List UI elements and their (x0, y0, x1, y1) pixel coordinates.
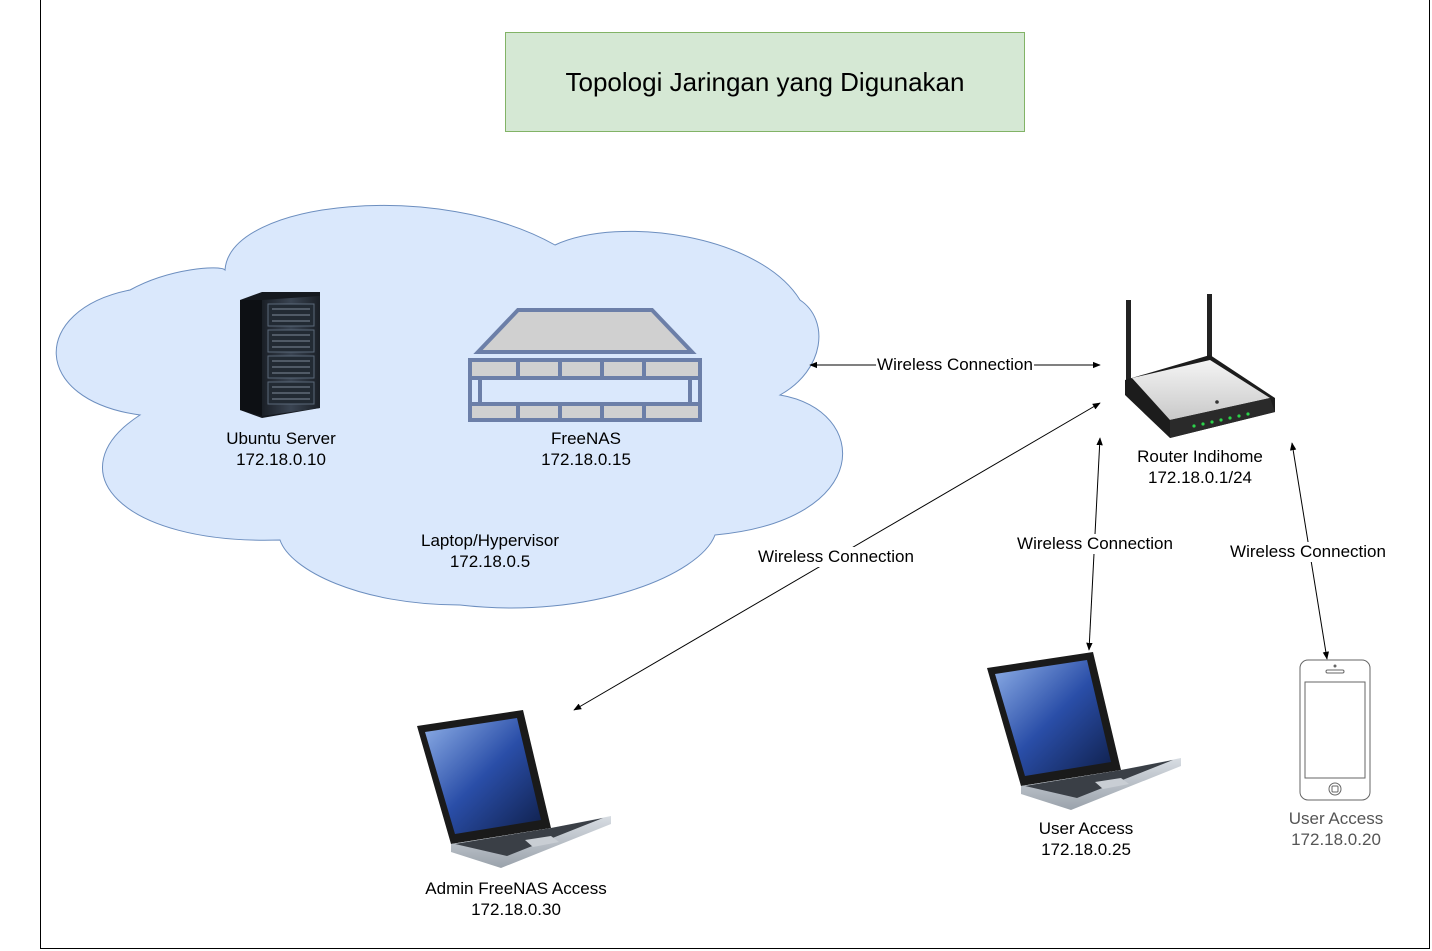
admin-laptop-icon (417, 710, 611, 868)
user-phone-label: User Access 172.18.0.20 (1289, 808, 1383, 850)
user-laptop-ip: 172.18.0.25 (1041, 840, 1131, 859)
wireless-router-icon (1125, 294, 1275, 438)
hypervisor-label: Laptop/Hypervisor 172.18.0.5 (421, 530, 559, 572)
diagram-title: Topologi Jaringan yang Digunakan (505, 32, 1025, 132)
user-laptop-name: User Access (1038, 819, 1134, 838)
diagram-frame (40, 0, 1430, 949)
admin-laptop-name: Admin FreeNAS Access (425, 879, 607, 898)
admin-laptop-label: Admin FreeNAS Access 172.18.0.30 (425, 878, 606, 920)
hypervisor-name: Laptop/Hypervisor (421, 531, 559, 550)
hypervisor-ip: 172.18.0.5 (449, 552, 531, 571)
user-laptop-label: User Access 172.18.0.25 (1039, 818, 1133, 860)
freenas-label: FreeNAS 172.18.0.15 (541, 428, 631, 470)
router-name: Router Indihome (1137, 447, 1263, 466)
server-rack-icon (240, 292, 320, 418)
ubuntu-server-ip: 172.18.0.10 (236, 450, 326, 469)
smartphone-icon (1299, 659, 1371, 801)
ubuntu-server-name: Ubuntu Server (226, 429, 336, 448)
edge-label-user-laptop: Wireless Connection (1016, 534, 1174, 554)
admin-laptop-ip: 172.18.0.30 (471, 900, 561, 919)
user-phone-ip: 172.18.0.20 (1291, 830, 1381, 849)
router-label: Router Indihome 172.18.0.1/24 (1137, 446, 1263, 488)
freenas-ip: 172.18.0.15 (541, 450, 631, 469)
edge-label-admin-laptop: Wireless Connection (757, 547, 915, 567)
user-phone-name: User Access (1288, 809, 1384, 828)
diagram-title-text: Topologi Jaringan yang Digunakan (565, 66, 965, 97)
nas-storage-icon (468, 308, 702, 422)
router-ip: 172.18.0.1/24 (1148, 468, 1252, 487)
user-laptop-icon (987, 652, 1181, 810)
ubuntu-server-label: Ubuntu Server 172.18.0.10 (226, 428, 336, 470)
edge-label-cloud-router: Wireless Connection (876, 355, 1034, 375)
edge-label-phone: Wireless Connection (1229, 542, 1387, 562)
freenas-name: FreeNAS (551, 429, 621, 448)
